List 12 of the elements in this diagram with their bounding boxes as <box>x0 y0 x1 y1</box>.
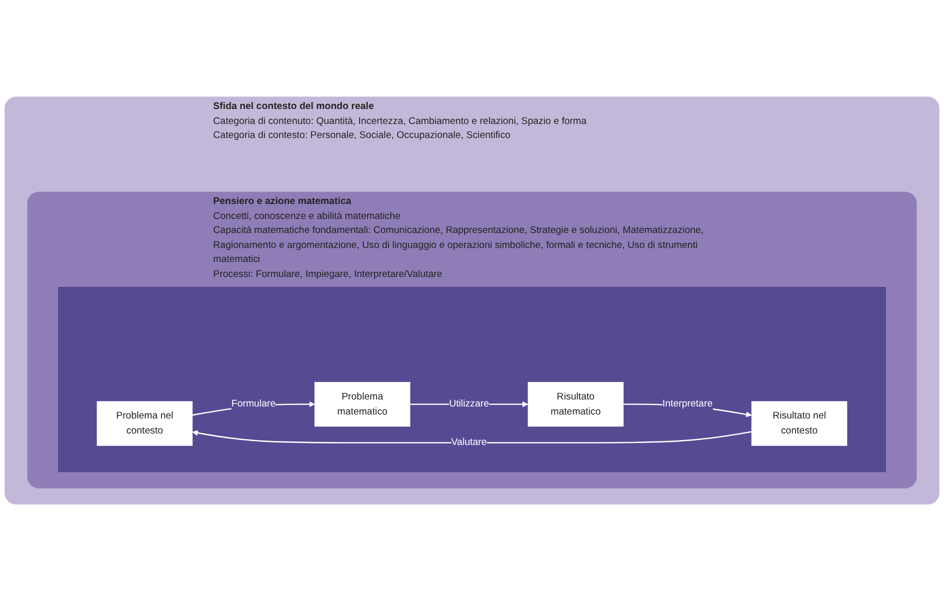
node-box <box>528 382 624 427</box>
node-box <box>751 401 848 446</box>
edge-label: Valutare <box>451 436 487 448</box>
node-box <box>314 382 410 427</box>
arrow <box>192 430 752 444</box>
edge-label: Utilizzare <box>449 398 489 410</box>
cluster <box>58 286 886 472</box>
edge-label: Formulare <box>231 398 276 410</box>
diagram: Sfida nel contesto del mondo reale Categoria di contenuto: Quantità, Incertezza, Cambiamento e relazioni, Spazio e forma Categoria di contesto: Personale, Sociale, Occupazionale, Scientifico Pensiero e azione matematica Concetti, conoscenze e abilità matematiche Capacità matematiche fondamentali: Comunicazione, Rappresentazione, Strategie e soluzioni, Matematizzazione, Ragionamento e argomentazione, Uso di linguaggio e operazioni simboliche, formali e tecniche, Uso di strumenti matematici Processi: Formulare, Impiegare, Interpretare/Valutare Formulare Utilizzare Interpretare Valutare Problema nel contesto Problema matematico Risultato matematico Risultato nel contesto <box>2 94 942 508</box>
node-box <box>96 401 193 446</box>
cluster <box>27 192 917 488</box>
edge-label: Interpretare <box>662 398 713 410</box>
